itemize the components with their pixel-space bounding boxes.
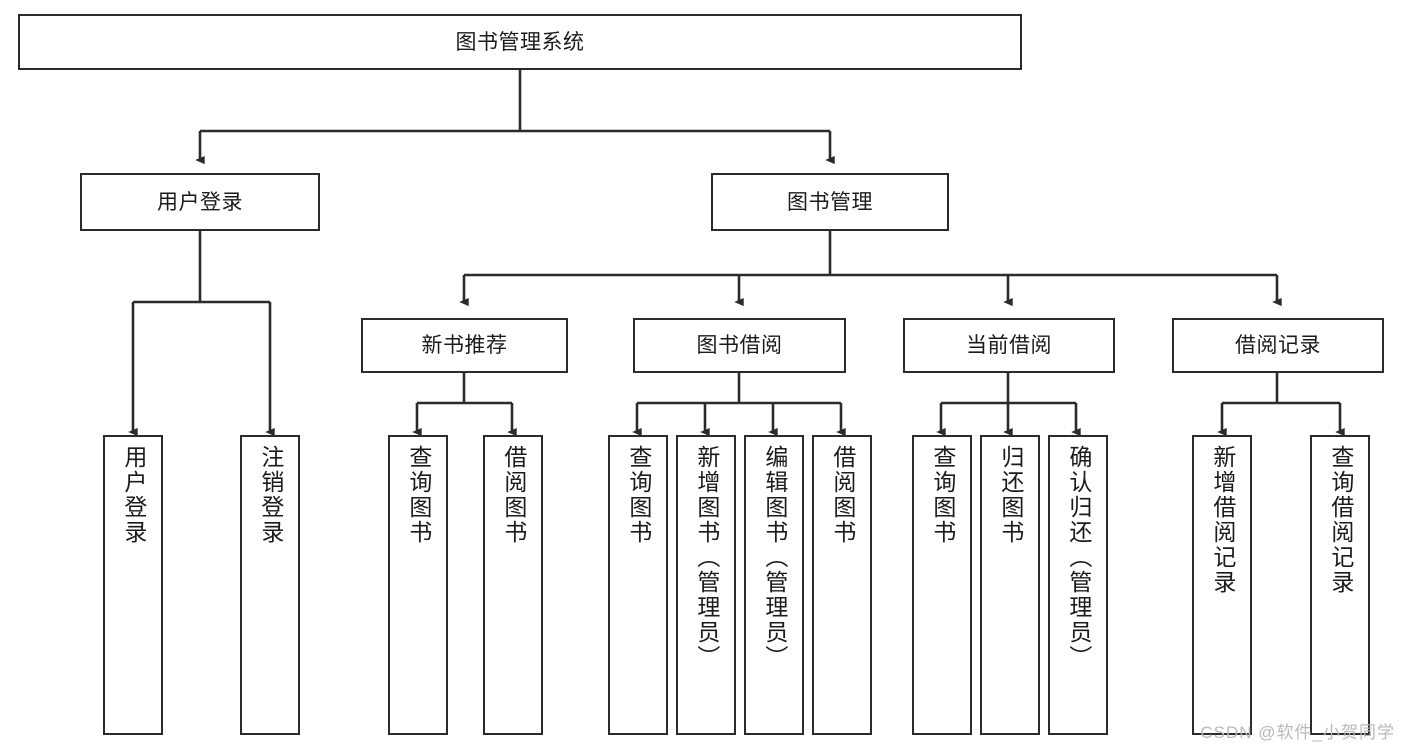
node-leaf-add-book[interactable]: 新增图书（管理员） xyxy=(676,435,736,735)
node-book-manage-label: 图书管理 xyxy=(787,190,873,214)
node-leaf-borrow-book-2-label: 借阅图书 xyxy=(829,445,856,545)
node-leaf-edit-book[interactable]: 编辑图书（管理员） xyxy=(744,435,804,735)
node-root[interactable]: 图书管理系统 xyxy=(18,14,1022,70)
node-book-borrow[interactable]: 图书借阅 xyxy=(633,318,846,373)
node-leaf-borrow-book-2[interactable]: 借阅图书 xyxy=(812,435,872,735)
node-leaf-return-book-label: 归还图书 xyxy=(997,445,1024,545)
node-leaf-confirm-return[interactable]: 确认归还（管理员） xyxy=(1048,435,1108,735)
node-new-book-recommend[interactable]: 新书推荐 xyxy=(361,318,568,373)
node-leaf-borrow-book-1[interactable]: 借阅图书 xyxy=(483,435,543,735)
node-leaf-query-book-2[interactable]: 查询图书 xyxy=(608,435,668,735)
node-book-manage[interactable]: 图书管理 xyxy=(711,173,949,231)
csdn-watermark: CSDN @软件_小贺同学 xyxy=(1200,723,1395,742)
node-leaf-user-login-label: 用户登录 xyxy=(120,445,147,545)
node-borrow-record[interactable]: 借阅记录 xyxy=(1172,318,1384,373)
node-borrow-record-label: 借阅记录 xyxy=(1235,334,1321,357)
node-current-borrow-label: 当前借阅 xyxy=(966,334,1052,357)
node-leaf-user-login[interactable]: 用户登录 xyxy=(103,435,163,735)
node-leaf-query-record-label: 查询借阅记录 xyxy=(1327,445,1354,595)
node-leaf-query-book-3-label: 查询图书 xyxy=(929,445,956,545)
node-leaf-add-book-label: 新增图书（管理员） xyxy=(693,445,720,670)
node-current-borrow[interactable]: 当前借阅 xyxy=(903,318,1115,373)
node-leaf-return-book[interactable]: 归还图书 xyxy=(980,435,1040,735)
node-leaf-logout-login[interactable]: 注销登录 xyxy=(240,435,300,735)
node-leaf-confirm-return-label: 确认归还（管理员） xyxy=(1065,445,1092,670)
node-leaf-add-record-label: 新增借阅记录 xyxy=(1209,445,1236,595)
node-leaf-query-book-2-label: 查询图书 xyxy=(625,445,652,545)
node-leaf-logout-login-label: 注销登录 xyxy=(257,445,284,545)
node-leaf-add-record[interactable]: 新增借阅记录 xyxy=(1192,435,1252,735)
node-user-login[interactable]: 用户登录 xyxy=(80,173,320,231)
node-leaf-query-book-3[interactable]: 查询图书 xyxy=(912,435,972,735)
node-root-label: 图书管理系统 xyxy=(455,30,585,54)
node-leaf-query-record[interactable]: 查询借阅记录 xyxy=(1310,435,1370,735)
node-new-book-recommend-label: 新书推荐 xyxy=(421,334,508,357)
node-leaf-borrow-book-1-label: 借阅图书 xyxy=(500,445,527,545)
node-leaf-edit-book-label: 编辑图书（管理员） xyxy=(761,445,788,670)
node-leaf-query-book-1[interactable]: 查询图书 xyxy=(388,435,448,735)
node-leaf-query-book-1-label: 查询图书 xyxy=(405,445,432,545)
node-user-login-label: 用户登录 xyxy=(157,190,243,214)
node-book-borrow-label: 图书借阅 xyxy=(696,334,783,357)
